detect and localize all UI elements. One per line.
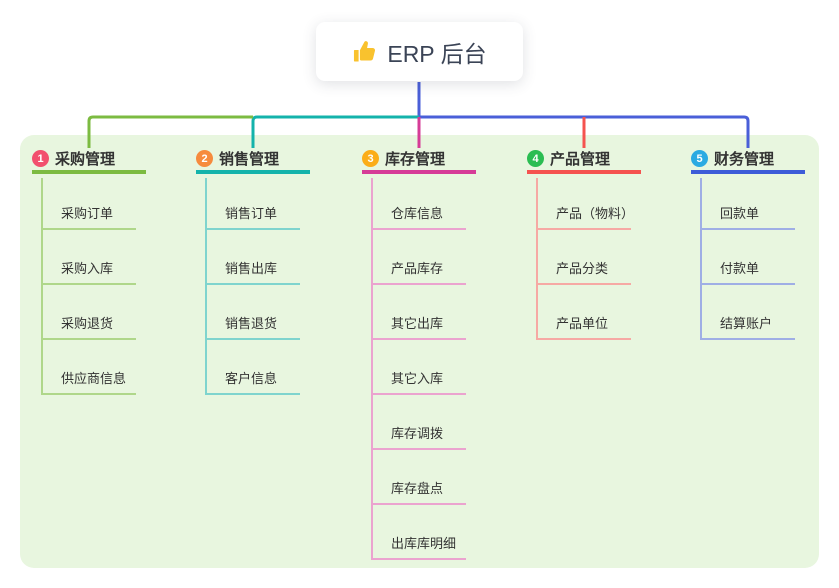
connector-purchase xyxy=(87,115,253,148)
node-product-stock[interactable]: 产品库存 xyxy=(373,230,466,285)
node-settlement-account[interactable]: 结算账户 xyxy=(702,285,795,340)
node-other-inbound[interactable]: 其它入库 xyxy=(373,340,466,395)
node-outbound-details[interactable]: 出库库明细 xyxy=(373,505,466,560)
badge-5: 5 xyxy=(691,150,708,167)
branch-label: 采购管理 xyxy=(55,151,116,168)
node-stock-taking[interactable]: 库存盘点 xyxy=(373,450,466,505)
branch-children-finance: 回款单 付款单 结算账户 xyxy=(700,178,795,340)
branch-label: 库存管理 xyxy=(385,151,446,168)
trunk-connector-finance xyxy=(417,82,750,148)
node-stock-transfer[interactable]: 库存调拨 xyxy=(373,395,466,450)
badge-1: 1 xyxy=(32,150,49,167)
branch-label: 产品管理 xyxy=(550,151,611,168)
node-sales-return[interactable]: 销售退货 xyxy=(207,285,300,340)
branch-children-product: 产品（物料） 产品分类 产品单位 xyxy=(536,178,634,340)
badge-2: 2 xyxy=(196,150,213,167)
root-node-erp-backend[interactable]: ERP 后台 xyxy=(316,22,523,81)
node-product-category[interactable]: 产品分类 xyxy=(538,230,631,285)
root-node-label: ERP 后台 xyxy=(387,40,487,67)
connector-sales xyxy=(251,115,419,148)
node-purchase-order[interactable]: 采购订单 xyxy=(43,178,136,230)
branch-label: 财务管理 xyxy=(714,151,775,168)
branch-label: 销售管理 xyxy=(219,151,280,168)
branch-children-purchase: 采购订单 采购入库 采购退货 供应商信息 xyxy=(41,178,136,395)
node-sales-order[interactable]: 销售订单 xyxy=(207,178,300,230)
node-other-outbound[interactable]: 其它出库 xyxy=(373,285,466,340)
node-product-material[interactable]: 产品（物料） xyxy=(538,178,634,230)
branch-children-inventory: 仓库信息 产品库存 其它出库 其它入库 库存调拨 库存盘点 出库库明细 xyxy=(371,178,466,560)
node-product-unit[interactable]: 产品单位 xyxy=(538,285,631,340)
node-payment-voucher[interactable]: 付款单 xyxy=(702,230,795,285)
node-receipt-voucher[interactable]: 回款单 xyxy=(702,178,795,230)
badge-4: 4 xyxy=(527,150,544,167)
node-purchase-inbound[interactable]: 采购入库 xyxy=(43,230,136,285)
thumbs-up-icon xyxy=(352,39,378,65)
branch-children-sales: 销售订单 销售出库 销售退货 客户信息 xyxy=(205,178,300,395)
branch-title-finance[interactable]: 5 财务管理 xyxy=(691,147,805,174)
branches-background-panel xyxy=(20,135,819,568)
badge-3: 3 xyxy=(362,150,379,167)
node-supplier-info[interactable]: 供应商信息 xyxy=(43,340,136,395)
node-customer-info[interactable]: 客户信息 xyxy=(207,340,300,395)
node-purchase-return[interactable]: 采购退货 xyxy=(43,285,136,340)
branch-title-sales[interactable]: 2 销售管理 xyxy=(196,147,310,174)
branch-title-product[interactable]: 4 产品管理 xyxy=(527,147,641,174)
branch-title-inventory[interactable]: 3 库存管理 xyxy=(362,147,476,174)
branch-title-purchase[interactable]: 1 采购管理 xyxy=(32,147,146,174)
node-warehouse-info[interactable]: 仓库信息 xyxy=(373,178,466,230)
node-sales-outbound[interactable]: 销售出库 xyxy=(207,230,300,285)
